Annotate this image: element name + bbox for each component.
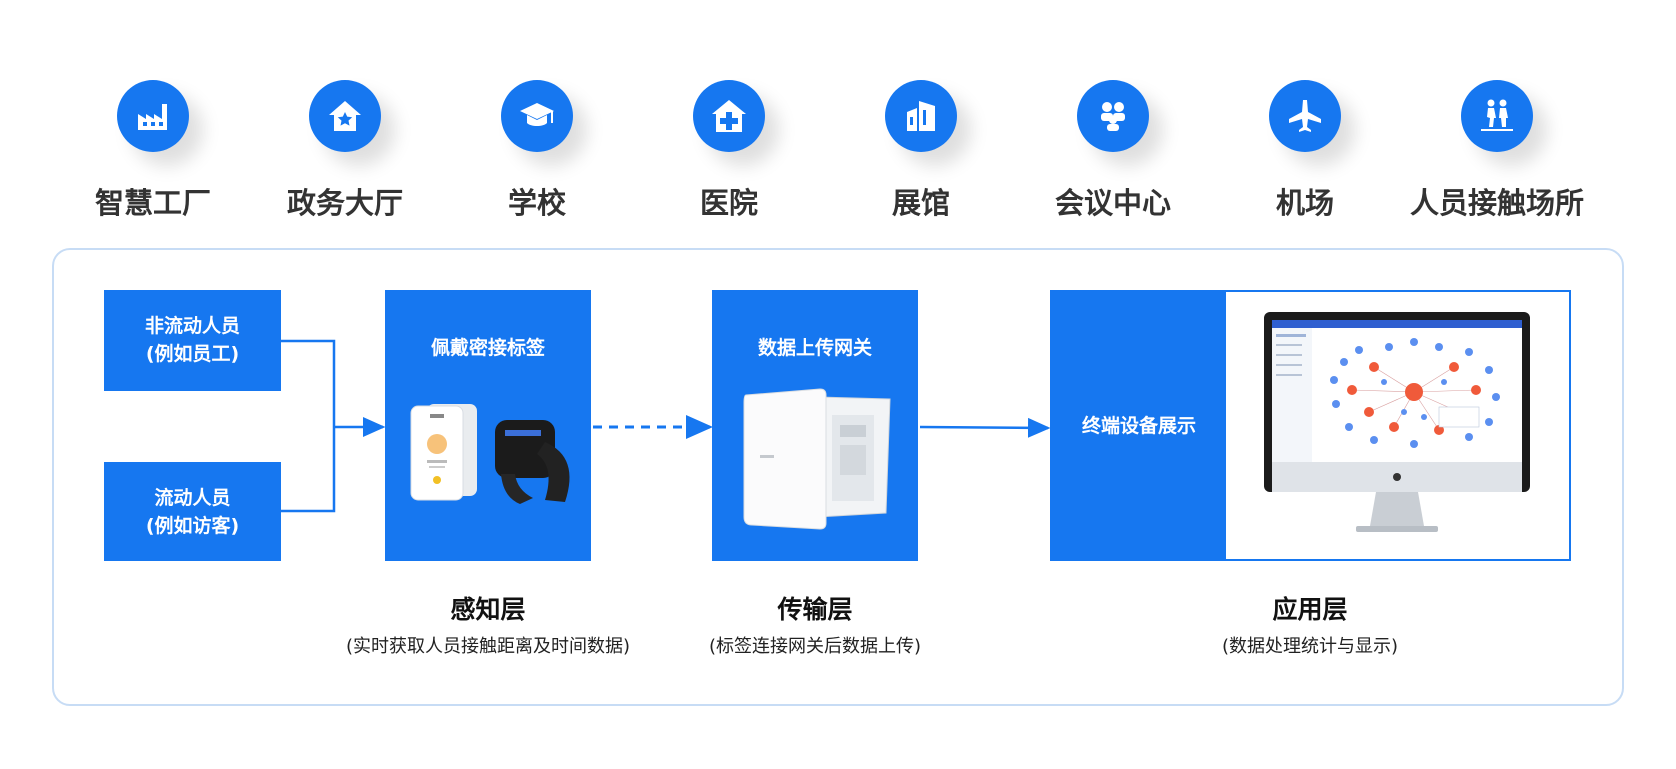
- perception-layer-subtitle: (实时获取人员接触距离及时间数据): [345, 636, 631, 657]
- scenario-label: 人员接触场所: [1409, 186, 1584, 220]
- architecture-frame: [52, 248, 1624, 706]
- terminal-display-box: 终端设备展示: [1050, 290, 1571, 561]
- gateway-to-terminal-arrow: [919, 417, 1051, 438]
- scenario-contact-venue: 人员接触场所: [1407, 80, 1587, 220]
- mobile-personnel-box: 流动人员 (例如访客): [104, 462, 281, 561]
- scenario-label: 机场: [1275, 186, 1334, 220]
- application-layer-subtitle: (数据处理统计与显示): [1221, 636, 1399, 657]
- application-layer-title: 应用层: [1272, 595, 1348, 624]
- scenario-exhibition: 展馆: [831, 80, 1011, 220]
- government-hall-icon: [309, 80, 381, 152]
- fixed-personnel-box: 非流动人员 (例如员工): [104, 290, 281, 391]
- fixed-personnel-example: (例如员工): [145, 343, 240, 365]
- airplane-icon: [1269, 80, 1341, 152]
- people-walking-icon: [1461, 80, 1533, 152]
- terminal-box-title: 终端设备展示: [1081, 415, 1196, 437]
- hospital-icon: [693, 80, 765, 152]
- tag-box: 佩戴密接标签: [385, 290, 591, 561]
- scenario-label: 展馆: [891, 186, 950, 220]
- scenario-government-hall: 政务大厅: [255, 80, 435, 220]
- scenario-label: 会议中心: [1054, 186, 1171, 220]
- scenario-factory: 智慧工厂: [63, 80, 243, 220]
- gateway-box-title: 数据上传网关: [757, 337, 872, 359]
- mobile-personnel-label: 流动人员: [154, 487, 231, 509]
- scenario-label: 学校: [507, 186, 566, 220]
- terminal-label-panel: 终端设备展示: [1052, 292, 1226, 559]
- scenario-airport: 机场: [1215, 80, 1395, 220]
- fixed-person-connector: [281, 339, 336, 427]
- transmission-layer-subtitle: (标签连接网关后数据上传): [708, 636, 922, 657]
- scenario-meeting-center: 会议中心: [1023, 80, 1203, 220]
- gateway-box: 数据上传网关: [712, 290, 918, 561]
- mobile-person-connector: [281, 427, 336, 513]
- transmission-layer-title: 传输层: [777, 595, 853, 624]
- graduation-cap-icon: [501, 80, 573, 152]
- monitor-dashboard-image: [1264, 312, 1530, 532]
- scenario-label: 医院: [699, 186, 758, 220]
- gateway-device-image: [743, 388, 891, 530]
- scenario-label: 智慧工厂: [94, 186, 211, 220]
- scenario-school: 学校: [447, 80, 627, 220]
- meeting-people-icon: [1077, 80, 1149, 152]
- perception-layer-title: 感知层: [450, 595, 526, 624]
- exhibition-hall-icon: [885, 80, 957, 152]
- badge-and-wristband-image: [410, 404, 570, 504]
- tag-box-title: 佩戴密接标签: [430, 337, 545, 359]
- mobile-personnel-example: (例如访客): [145, 515, 240, 537]
- scenario-label: 政务大厅: [286, 186, 403, 220]
- factory-icon: [117, 80, 189, 152]
- scenario-hospital: 医院: [639, 80, 819, 220]
- fixed-personnel-label: 非流动人员: [144, 315, 240, 337]
